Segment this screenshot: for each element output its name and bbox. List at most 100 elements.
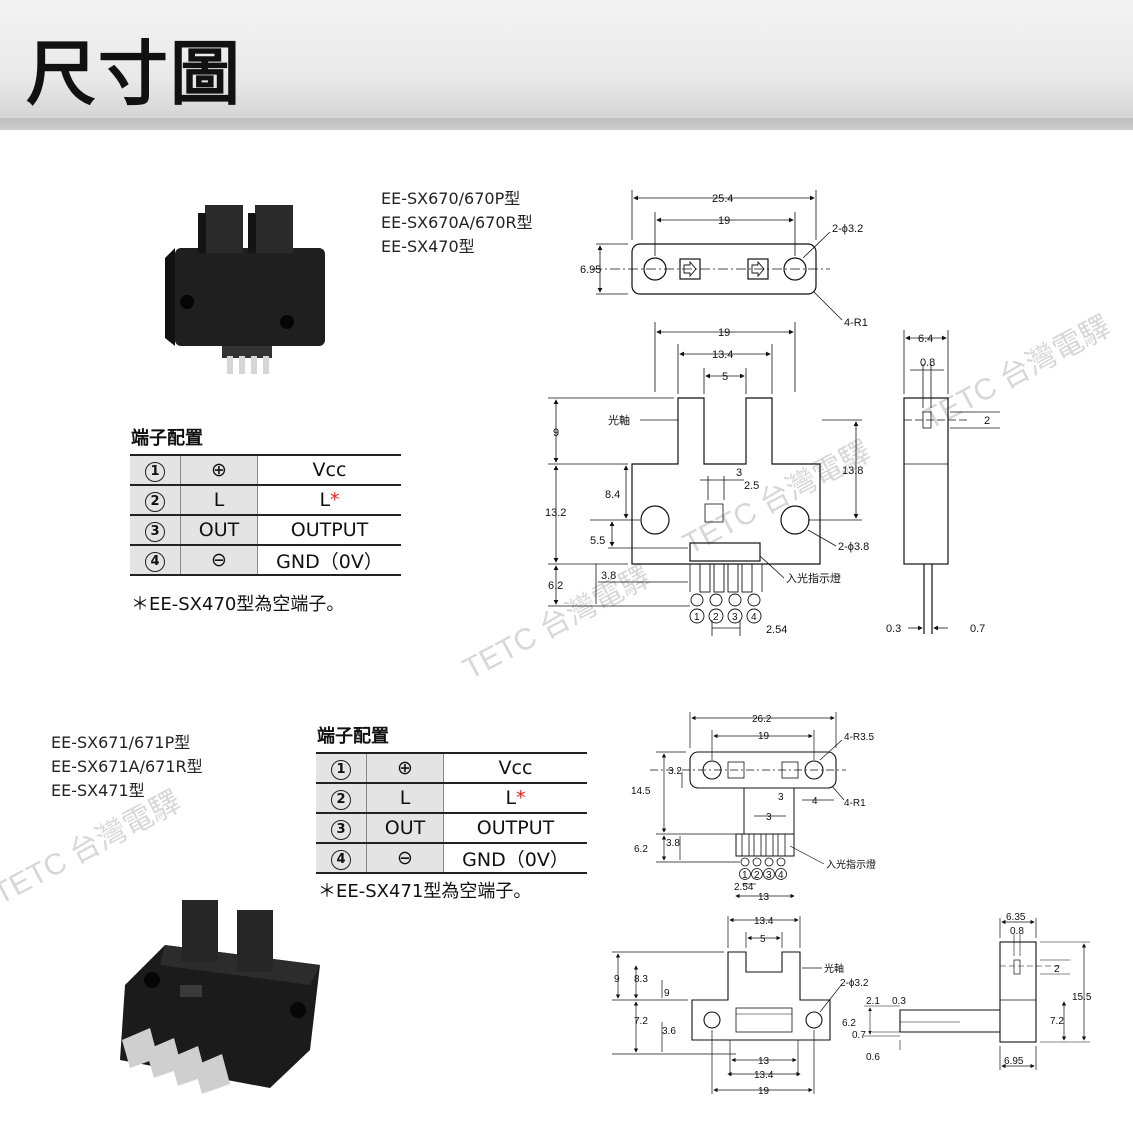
dim-slot-width: 5 (722, 371, 728, 383)
label2-indicator: 入光指示燈 (826, 858, 876, 871)
pin-name: GND（0V） (462, 848, 569, 871)
model-name: EE-SX470型 (381, 237, 475, 256)
dim2-h9: 9 (614, 974, 620, 985)
table-row: 4 ⊖ GND（0V） (130, 544, 401, 576)
pin-number: 1 (145, 462, 165, 482)
drawing-1-top-view (592, 190, 843, 321)
table-row: 2 L L* (130, 484, 401, 516)
dim-top-width: 25.4 (712, 193, 733, 205)
model-list-2: EE-SX671/671P型 EE-SX671A/671R型 EE-SX471型 (51, 731, 203, 803)
table-row: 3 OUT OUTPUT (130, 514, 401, 546)
model-name: EE-SX671A/671R型 (51, 757, 203, 776)
pin-number: 2 (145, 492, 165, 512)
pin-number: 4 (145, 552, 165, 572)
dim-radius: 4-R1 (844, 317, 868, 329)
pin-symbol: ⊖ (366, 842, 444, 874)
dim-side-2: 2 (984, 415, 990, 427)
pin-number: 4 (331, 850, 351, 870)
dim2-h6-2: 6.2 (634, 844, 648, 855)
dim-front-width: 19 (718, 327, 730, 339)
pin-name: Vcc (312, 459, 347, 481)
pin2-label-4: 4 (778, 870, 784, 881)
drawing-2-side-labels: 6.35 0.8 2 15.5 7.2 6.95 2.1 0.3 6.2 0.7… (842, 912, 1092, 1067)
pin-config-title-1: 端子配置 (131, 428, 203, 449)
dim-top-height: 6.95 (580, 264, 601, 276)
pin-flag: * (516, 787, 526, 809)
dim2-s2: 2 (1054, 964, 1060, 975)
dim2-s0-6: 0.6 (866, 1052, 880, 1063)
dim2-radius-1: 4-R3.5 (844, 732, 874, 743)
dim-slot-outer: 13.4 (712, 349, 733, 361)
dim2-top-width: 26.2 (752, 714, 772, 725)
dim2-s6-2: 6.2 (842, 1018, 856, 1029)
dim2-h8-3: 8.3 (634, 974, 648, 985)
label-indicator: 入光指示燈 (786, 571, 841, 585)
dim2-s0-7: 0.7 (852, 1030, 866, 1041)
dim2-s6-35: 6.35 (1006, 912, 1026, 923)
label2-optical-axis: 光軸 (824, 962, 844, 975)
pin-number: 3 (331, 820, 351, 840)
dim2-b13-4: 13.4 (754, 1070, 774, 1081)
model-name: EE-SX670/670P型 (381, 189, 521, 208)
pin-name: GND（0V） (276, 550, 383, 573)
model-name: EE-SX471型 (51, 781, 145, 800)
header-banner (0, 0, 1133, 130)
pin-label-2: 2 (713, 612, 719, 623)
dim2-radius-2: 4-R1 (844, 798, 866, 809)
pin-symbol: L (366, 782, 444, 814)
dim2-hole-pitch: 19 (758, 731, 770, 742)
pin-symbol: ⊖ (180, 544, 258, 576)
drawing-2-side-view (864, 918, 1090, 1070)
header-shadow (0, 118, 1133, 132)
dim2-s6-95: 6.95 (1004, 1056, 1024, 1067)
page-title: 尺寸圖 (26, 33, 242, 115)
pin-note-2: ＊EE-SX471型為空端子。 (318, 881, 532, 902)
dim2-b19: 19 (758, 1086, 770, 1097)
pin-config-table-1: 1 ⊕ Vcc 2 L L* 3 OUT OUTPUT 4 ⊖ GND（0V） (130, 454, 401, 576)
model-name: EE-SX671/671P型 (51, 733, 191, 752)
dim-h5-5: 5.5 (590, 535, 605, 547)
dim2-h14-5: 14.5 (631, 786, 651, 797)
pin-number: 1 (331, 760, 351, 780)
dim2-w3a: 3 (778, 792, 784, 803)
dim2-s15-5: 15.5 (1072, 992, 1092, 1003)
pin2-label-2: 2 (754, 870, 760, 881)
sensor-photo-2 (120, 900, 320, 1094)
watermark-text-1: TETC 台灣電驛 (0, 785, 186, 911)
dim-h13-8: 13.8 (842, 465, 863, 477)
dim-w2-5: 2.5 (744, 480, 759, 492)
pin-config-title-2: 端子配置 (317, 726, 389, 747)
dim-h9: 9 (553, 427, 559, 439)
model-list-1: EE-SX670/670P型 EE-SX670A/670R型 EE-SX470型 (381, 187, 533, 259)
dim-h6-2: 6.2 (548, 580, 563, 592)
table-row: 1 ⊕ Vcc (130, 454, 401, 486)
dim2-w4: 4 (812, 796, 818, 807)
dim2-s2-1: 2.1 (866, 996, 880, 1007)
pin-number: 2 (331, 790, 351, 810)
dim-h13-2: 13.2 (545, 507, 566, 519)
pin-label-3: 3 (732, 612, 738, 623)
dim2-h3-8: 3.8 (666, 838, 680, 849)
dim-h8-4: 8.4 (605, 489, 620, 501)
pin-name: OUTPUT (476, 817, 555, 839)
dim2-h3-6: 3.6 (662, 1026, 676, 1037)
pin-symbol: OUT (366, 812, 444, 844)
drawing-1-top-labels: 25.4 19 2-ϕ3.2 6.95 4-R1 (580, 193, 868, 329)
dim2-s7-2: 7.2 (1050, 1016, 1064, 1027)
pin2-label-1: 1 (742, 870, 748, 881)
sensor-photo-1 (165, 205, 325, 374)
dim-h3-8: 3.8 (601, 570, 616, 582)
pin-symbol: OUT (180, 514, 258, 546)
pin-flag: * (330, 489, 340, 511)
drawing-2-top-view (650, 712, 846, 899)
drawing-1-side-view (903, 330, 1000, 634)
drawing-2-front-view (612, 916, 843, 1094)
label-optical-axis: 光軸 (608, 413, 630, 427)
table-row: 3 OUT OUTPUT (316, 812, 587, 844)
table-row: 1 ⊕ Vcc (316, 752, 587, 784)
pin-label-4: 4 (751, 612, 757, 623)
dim2-w13: 13 (758, 892, 770, 903)
dim-holes-2: 2-ϕ3.8 (838, 541, 869, 553)
drawing-1-front-view (548, 322, 862, 636)
